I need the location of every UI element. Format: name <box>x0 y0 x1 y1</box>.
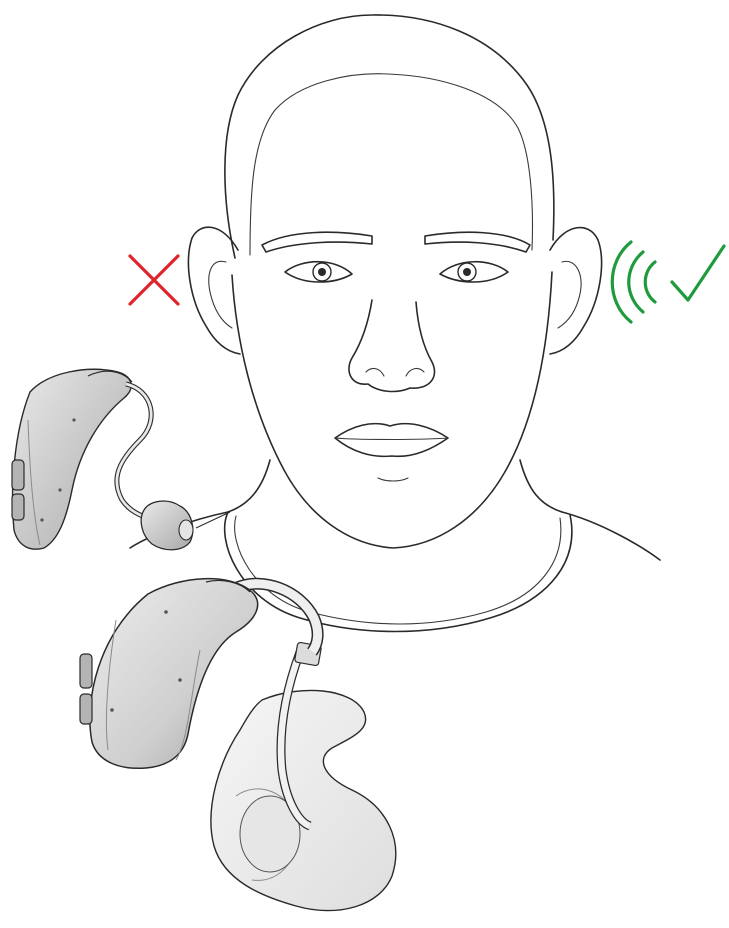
neck-left <box>228 460 270 512</box>
shoulder-right <box>562 512 660 560</box>
right-ear <box>550 228 602 354</box>
ric-hearing-aid <box>12 369 230 549</box>
neck-right <box>520 460 562 512</box>
person-illustration <box>130 15 660 632</box>
collar <box>225 512 572 632</box>
left-eyebrow <box>262 232 372 252</box>
sound-waves-icon <box>612 242 655 322</box>
hairline <box>250 74 532 255</box>
check-mark-icon <box>672 246 724 300</box>
right-eyebrow <box>425 232 530 252</box>
nose <box>349 300 435 391</box>
cross-mark-icon <box>130 256 178 304</box>
left-eye <box>285 262 352 282</box>
face-contour <box>232 272 552 548</box>
head-outline <box>225 15 554 258</box>
right-eye <box>440 262 508 282</box>
